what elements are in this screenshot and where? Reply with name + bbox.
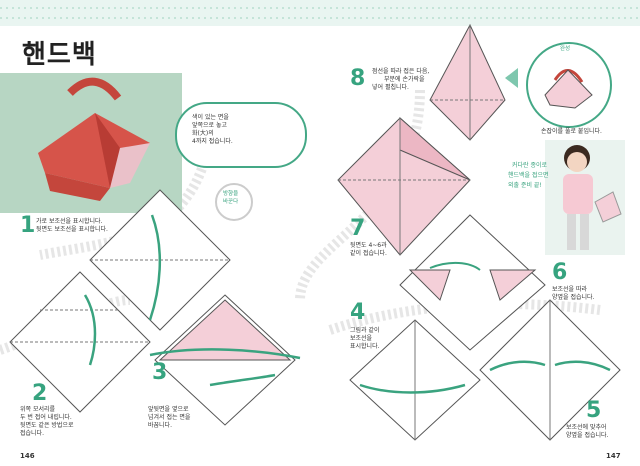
step2-line-1: 위쪽 모서리를 — [20, 406, 56, 413]
page-title: 핸드백 — [22, 40, 97, 70]
flip-tag-bubble — [215, 183, 253, 221]
step3-line-1: 앞뒷면을 옆으로 — [148, 406, 189, 413]
step3-line-3: 바꿉니다. — [148, 422, 172, 429]
step2-line-3: 뒷면도 같은 방법으로 — [20, 422, 74, 429]
step7-line-1: 뒷면도 4~6과 — [350, 242, 387, 249]
step8-line-3: 넣어 펼칩니다. — [372, 84, 409, 91]
flip-tag-1: 방향을 — [223, 191, 239, 197]
step4-line-1: 그림과 같이 — [350, 327, 380, 334]
page-number-left: 146 — [20, 452, 35, 460]
flip-tag-2: 바꾼다 — [223, 199, 239, 205]
step1-diagram — [89, 189, 231, 331]
girl-note-1: 커다란 종이로 — [512, 162, 548, 169]
page-number-right: 147 — [606, 452, 621, 460]
step4-line-3: 표시합니다. — [350, 343, 380, 350]
step2-line-4: 접습니다. — [20, 430, 44, 437]
step6-line-1: 보조선을 따라 — [552, 286, 588, 293]
step8-diagram — [429, 23, 518, 141]
step2-diagram — [9, 271, 151, 413]
finished-caption: 손잡이를 풀로 붙입니다. — [541, 128, 602, 135]
step3-line-2: 넘겨서 접는 면을 — [148, 414, 191, 421]
step2-line-2: 두 번 접어 내립니다. — [20, 414, 72, 421]
girl-figure — [563, 145, 622, 250]
step4-diagram — [349, 319, 481, 441]
step2-number: 2 — [32, 381, 48, 406]
step4-number: 4 — [350, 300, 366, 325]
intro-line-2: 앞쪽으로 놓고 — [192, 122, 228, 129]
step8-line-2: 부분에 손가락을 — [384, 76, 425, 83]
step5-diagram — [479, 299, 621, 441]
top-decor-band — [0, 0, 640, 26]
girl-note-3: 외출 준비 끝! — [508, 182, 542, 189]
step6-diagram — [399, 214, 546, 351]
step8-line-1: 점선을 따라 접은 다음, — [372, 68, 430, 75]
intro-line-3: 화(大)의 — [192, 130, 214, 137]
step7-line-2: 같이 접습니다. — [350, 250, 387, 257]
step5-line-1: 보조선에 맞추어 — [566, 424, 607, 431]
step6-number: 6 — [552, 260, 568, 285]
intro-line-4: 4까지 접습니다. — [192, 138, 233, 145]
step5-line-2: 양옆을 접습니다. — [566, 432, 609, 439]
step1-line-1: 가로 보조선을 표시합니다. — [36, 218, 103, 225]
step7-number: 7 — [350, 216, 366, 241]
step8-number: 8 — [350, 66, 366, 91]
step3-diagram — [149, 294, 301, 426]
step7-diagram — [337, 116, 471, 256]
girl-note-2: 핸드백을 접으면 — [508, 172, 549, 179]
step4-line-2: 보조선을 — [350, 335, 373, 342]
step5-number: 5 — [586, 398, 602, 423]
intro-bubble — [175, 102, 307, 168]
finished-label: 완성 — [560, 46, 571, 52]
step1-line-2: 뒷면도 보조선을 표시합니다. — [36, 226, 108, 233]
handbag-photo — [0, 73, 182, 213]
girl-photo — [545, 140, 625, 255]
step3-number: 3 — [152, 360, 168, 385]
step1-number: 1 — [20, 213, 36, 238]
step6-line-2: 양옆을 접습니다. — [552, 294, 595, 301]
intro-line-1: 색이 있는 면을 — [192, 114, 229, 121]
handbag-illustration — [38, 77, 150, 201]
